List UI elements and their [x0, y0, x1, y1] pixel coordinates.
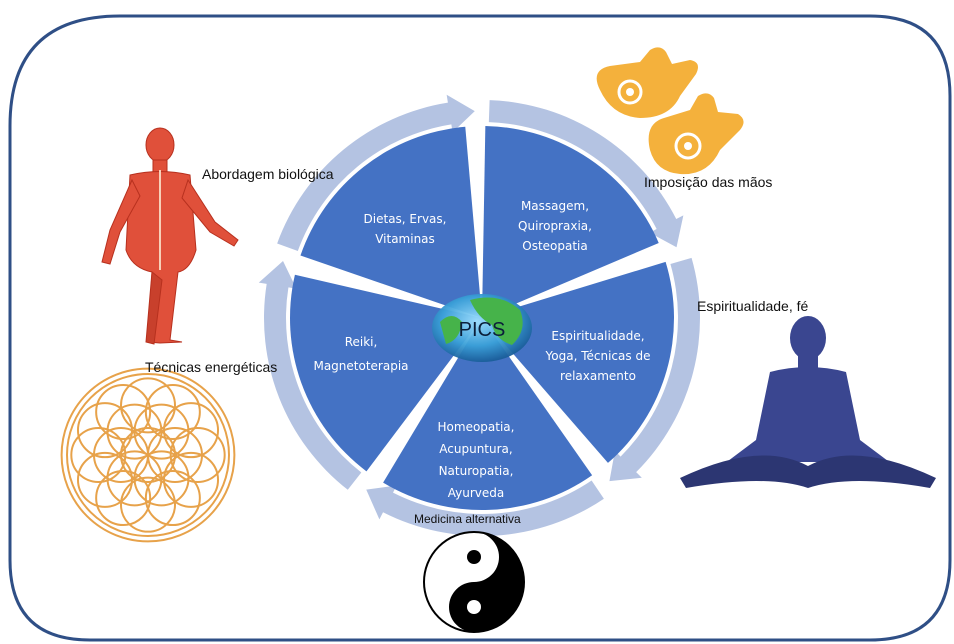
ring-arrow	[277, 94, 475, 251]
flower-circle	[76, 451, 133, 508]
segment-line: Yoga, Técnicas de	[545, 349, 651, 363]
segment-line: Acupuntura,	[439, 442, 513, 456]
flower-circle	[120, 377, 176, 434]
flower-circle	[163, 402, 220, 459]
arrow-ring	[258, 94, 700, 536]
segment-line: Espiritualidade,	[551, 329, 645, 343]
label-abordagem-biologica: Abordagem biológica	[202, 166, 334, 182]
flower-circle	[95, 470, 152, 527]
segment-line: Naturopatia,	[438, 464, 514, 478]
meditation-figure-icon	[680, 316, 936, 488]
pie-segments	[290, 126, 675, 510]
segment-manual: Massagem, Quiropraxia, Osteopatia	[500, 196, 610, 256]
human-body-icon	[101, 127, 239, 345]
segment-line: Osteopatia	[522, 239, 588, 253]
segment-spiritual: Espiritualidade, Yoga, Técnicas de relax…	[532, 326, 664, 386]
ring-arrow	[488, 100, 684, 248]
label-imposicao-das-maos: Imposição das mãos	[644, 174, 773, 190]
pie-segment	[383, 318, 593, 510]
segment-biological: Dietas, Ervas, Vitaminas	[345, 209, 465, 249]
label-tecnicas-energeticas: Técnicas energéticas	[145, 359, 278, 375]
segment-line: Dietas, Ervas,	[363, 212, 447, 226]
flower-circle	[163, 451, 220, 508]
ring-arrow	[609, 257, 700, 482]
flower-circle	[76, 402, 133, 459]
flower-circle	[70, 427, 127, 483]
flower-circle	[144, 383, 201, 440]
flower-circle	[133, 403, 190, 460]
flower-circle	[106, 403, 163, 460]
ring-arrow	[366, 480, 604, 536]
pie-segment	[300, 126, 482, 318]
segment-energetic: Reiki, Magnetoterapia	[300, 330, 422, 378]
flower-circle	[60, 367, 236, 543]
segment-line: Vitaminas	[375, 232, 435, 246]
segment-line: relaxamento	[560, 369, 636, 383]
hands-icon	[596, 47, 744, 175]
flower-circle	[66, 373, 230, 537]
flower-circle	[120, 476, 176, 533]
segment-line: Magnetoterapia	[313, 359, 409, 373]
center-label: PICS	[458, 319, 506, 341]
flower-of-life-icon	[60, 367, 236, 543]
segment-line: Ayurveda	[447, 486, 505, 500]
yin-yang-icon	[423, 531, 525, 633]
pie-segment	[482, 126, 659, 319]
rounded-frame	[8, 14, 952, 642]
flower-circle	[169, 427, 226, 483]
label-espiritualidade-fe: Espiritualidade, fé	[697, 298, 809, 314]
segment-line: Massagem,	[520, 199, 590, 213]
segment-line: Quiropraxia,	[518, 219, 592, 233]
segment-line: Reiki,	[344, 335, 378, 349]
segment-line: Homeopatia,	[437, 420, 515, 434]
earth-globe-icon	[432, 294, 532, 362]
segment-alternative: Homeopatia, Acupuntura, Naturopatia, Ayu…	[420, 416, 532, 504]
pie-segment	[482, 261, 675, 463]
flower-circle	[95, 383, 152, 440]
flower-circle	[144, 470, 201, 527]
label-medicina-alternativa: Medicina alternativa	[414, 512, 521, 526]
ring-arrow	[258, 260, 362, 490]
